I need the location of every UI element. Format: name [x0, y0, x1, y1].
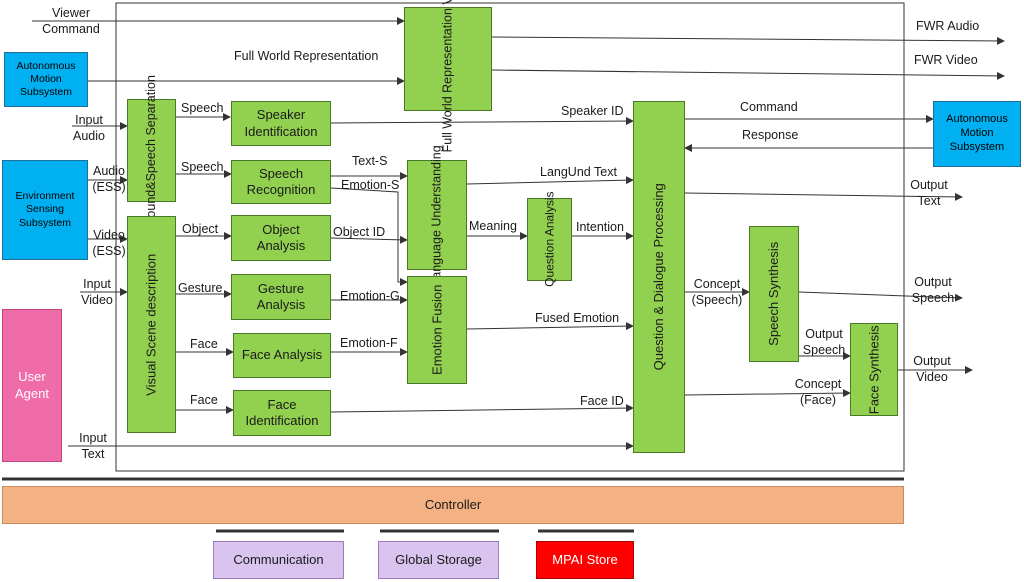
- fwr-viewer-block: Full World Representation Viewer: [404, 0, 492, 152]
- mpai-store-block: MPAI Store: [536, 541, 634, 579]
- speech-synthesis-label: Speech Synthesis: [766, 241, 782, 347]
- output-speech-label-1: Output Speech: [911, 275, 955, 306]
- langund-text-arrow: [466, 176, 634, 185]
- communication-block: Communication: [213, 541, 344, 579]
- controller-bar: Controller: [2, 486, 904, 524]
- gesture-label: Gesture: [178, 281, 223, 295]
- speech-recognition-label: Speech Recognition: [246, 165, 316, 197]
- environment-sensing-subsystem: Environment Sensing Subsystem: [2, 160, 88, 260]
- input-audio-label: Input Audio: [73, 113, 105, 144]
- face-label-1: Face: [190, 337, 218, 351]
- sound-speech-separation-label: Sound&Speech Separation: [144, 75, 158, 226]
- output-speech-label-2: Output Speech: [802, 327, 846, 358]
- fwr-audio-label: FWR Audio: [916, 19, 980, 33]
- speaker-identification-label: Speaker Identification: [244, 107, 318, 139]
- object-analysis-label: Object Analysis: [256, 221, 306, 253]
- question-analysis-block: Question Analysis: [527, 192, 572, 287]
- speaker-identification-block: Speaker Identification: [231, 101, 331, 146]
- face-analysis-block: Face Analysis: [233, 333, 331, 378]
- face-id-arrow: [330, 404, 634, 413]
- output-text-arrow: [684, 192, 963, 201]
- speech-synthesis-block: Speech Synthesis: [749, 226, 799, 362]
- question-analysis-label: Question Analysis: [542, 191, 557, 288]
- fwr-audio-arrow: [491, 36, 1005, 45]
- face-analysis-label: Face Analysis: [241, 347, 323, 363]
- communication-label: Communication: [233, 551, 324, 567]
- output-speech-arrow: [798, 291, 963, 302]
- concept-face-label: Concept (Face): [794, 377, 842, 408]
- autonomous-motion-subsystem-right: Autonomous Motion Subsystem: [933, 101, 1021, 167]
- viewer-command-label: Viewer Command: [42, 6, 100, 37]
- global-storage-label: Global Storage: [395, 551, 482, 567]
- emotion-fusion-label: Emotion Fusion: [429, 284, 445, 376]
- speaker-id-label: Speaker ID: [561, 104, 624, 118]
- global-storage-block: Global Storage: [378, 541, 499, 579]
- output-text-label: Output Text: [910, 178, 948, 209]
- visual-scene-description-block: Visual Scene description: [127, 216, 176, 433]
- gesture-analysis-block: Gesture Analysis: [231, 274, 331, 320]
- gesture-analysis-label: Gesture Analysis: [256, 280, 306, 312]
- language-understanding-block: Language Understanding: [407, 145, 467, 285]
- concept-face-arrow: [684, 389, 851, 398]
- speech-recognition-block: Speech Recognition: [231, 160, 331, 204]
- object-id-label: Object ID: [333, 225, 386, 239]
- emotion-s-label: Emotion-S: [341, 178, 400, 192]
- language-understanding-label: Language Understanding: [429, 144, 444, 286]
- question-dialogue-processing-block: Question & Dialogue Processing: [633, 101, 685, 453]
- speech-label-2: Speech: [181, 160, 224, 174]
- meaning-label: Meaning: [469, 219, 517, 233]
- mpai-store-label: MPAI Store: [552, 551, 618, 567]
- fwr-video-label: FWR Video: [914, 53, 978, 67]
- fused-emotion-arrow: [466, 322, 634, 331]
- face-identification-block: Face Identification: [233, 390, 331, 436]
- face-label-2: Face: [190, 393, 218, 407]
- fused-emotion-label: Fused Emotion: [535, 311, 620, 325]
- visual-scene-description-label: Visual Scene description: [143, 253, 159, 396]
- face-identification-label: Face Identification: [245, 396, 319, 428]
- user-agent-block: User Agent: [2, 309, 62, 462]
- object-label: Object: [182, 222, 219, 236]
- command-label: Command: [740, 100, 798, 114]
- question-dialogue-processing-label: Question & Dialogue Processing: [651, 183, 667, 371]
- object-id-arrow: [330, 235, 408, 244]
- environment-sensing-label: Environment Sensing Subsystem: [15, 190, 75, 229]
- full-world-representation-label: Full World Representation: [234, 49, 379, 63]
- speaker-id-arrow: [330, 117, 634, 126]
- autonomous-motion-left-label: Autonomous Motion Subsystem: [16, 59, 76, 99]
- object-analysis-block: Object Analysis: [231, 215, 331, 261]
- controller-label: Controller: [424, 496, 482, 512]
- audio-ess-label: Audio (ESS): [92, 164, 126, 195]
- autonomous-motion-subsystem-left: Autonomous Motion Subsystem: [4, 52, 88, 107]
- system-boundary: [115, 2, 905, 472]
- output-video-label: Output Video: [913, 354, 951, 385]
- emotion-s-arrow: [330, 187, 408, 286]
- text-s-label: Text-S: [352, 154, 388, 168]
- intention-label: Intention: [576, 220, 624, 234]
- autonomous-motion-right-label: Autonomous Motion Subsystem: [946, 113, 1008, 153]
- fwr-video-arrow: [491, 69, 1005, 80]
- langund-text-label: LangUnd Text: [540, 165, 617, 179]
- face-synthesis-label: Face Synthesis: [866, 325, 882, 414]
- emotion-fusion-block: Emotion Fusion: [407, 276, 467, 384]
- input-video-label: Input Video: [81, 277, 113, 308]
- concept-speech-label: Concept (Speech): [691, 277, 743, 308]
- face-id-label: Face ID: [580, 394, 624, 408]
- emotion-g-label: Emotion-G: [340, 289, 400, 303]
- input-text-label: Input Text: [79, 431, 107, 462]
- video-ess-label: Video (ESS): [92, 228, 126, 259]
- user-agent-label: User Agent: [15, 369, 49, 401]
- sound-speech-separation-block: Sound&Speech Separation: [127, 75, 176, 226]
- face-synthesis-block: Face Synthesis: [850, 323, 898, 416]
- response-label: Response: [742, 128, 799, 142]
- emotion-f-label: Emotion-F: [340, 336, 398, 350]
- speech-label-1: Speech: [181, 101, 224, 115]
- fwr-viewer-label: Full World Representation Viewer: [440, 0, 455, 152]
